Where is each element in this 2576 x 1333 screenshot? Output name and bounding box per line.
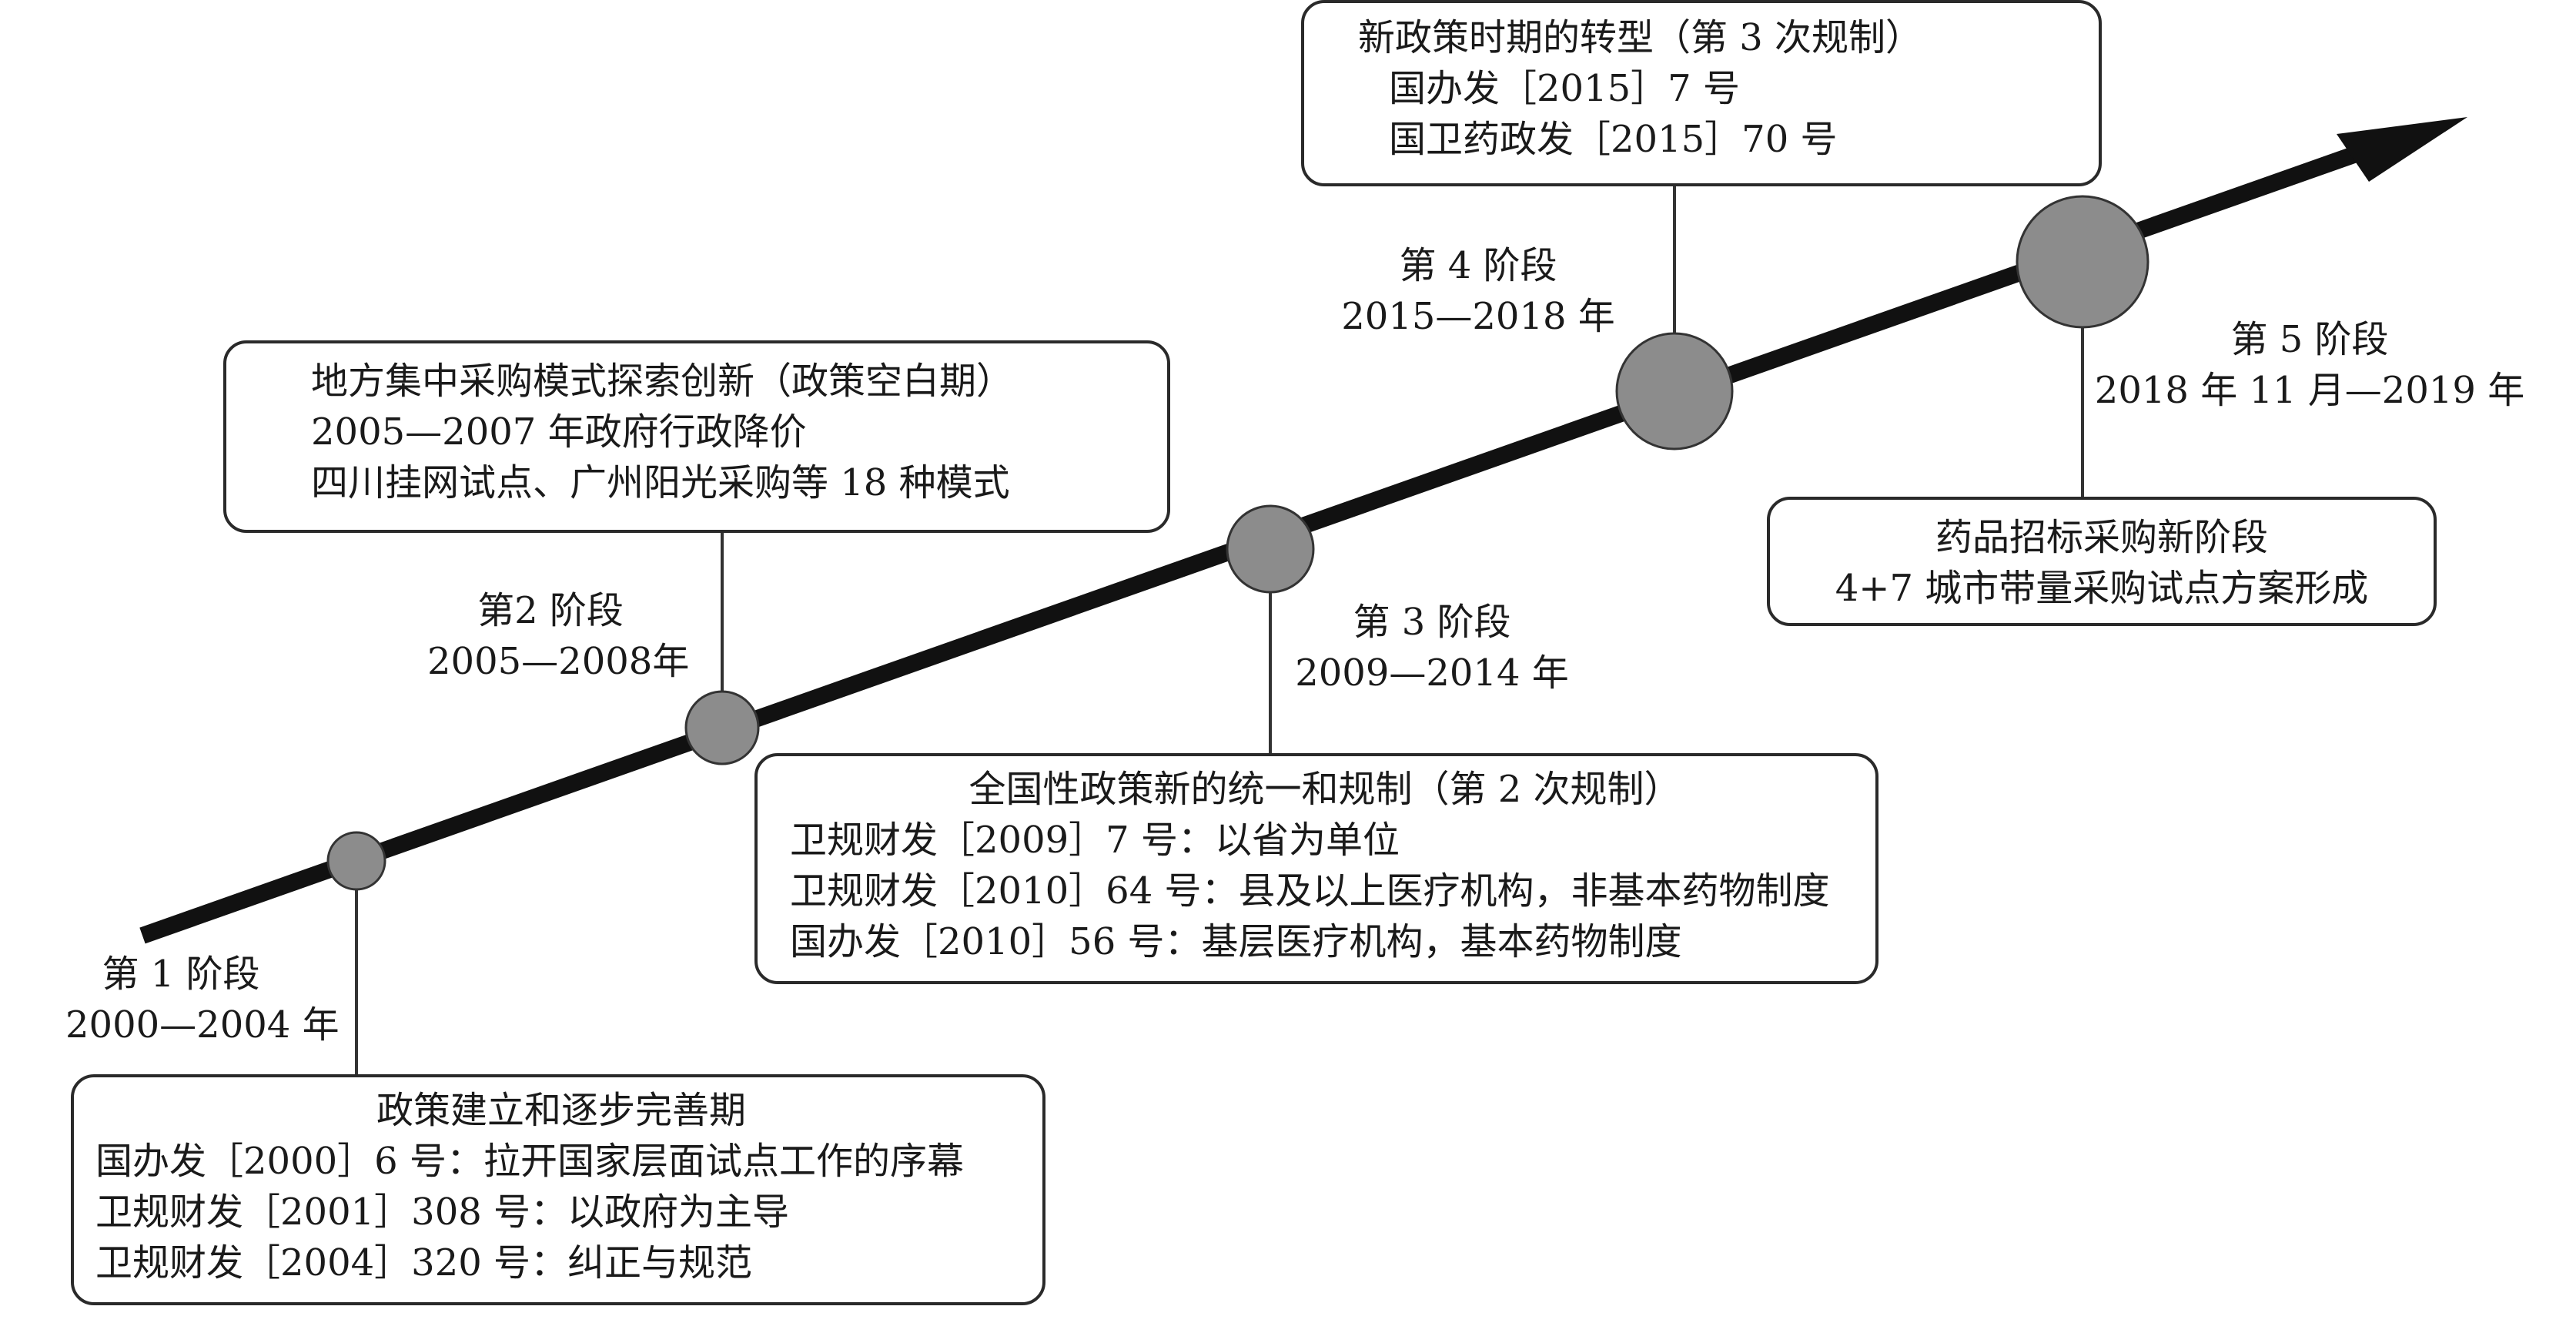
box-line: 卫规财发［2009］7 号：以省为单位 [790, 819, 1400, 862]
stage-label-5: 第 5 阶段 2018 年 11 月—2019 年 [2094, 314, 2525, 416]
box-title: 政策建立和逐步完善期 [376, 1089, 746, 1132]
box-line: 2005—2007 年政府行政降价 [311, 410, 807, 454]
box-line: 卫规财发［2001］308 号：以政府为主导 [95, 1191, 790, 1234]
box-line: 国办发［2010］56 号：基层医疗机构，基本药物制度 [790, 920, 1682, 963]
stage-period: 2015—2018 年 [1341, 295, 1615, 338]
box-line: 国办发［2000］6 号：拉开国家层面试点工作的序幕 [95, 1140, 964, 1183]
box-title: 全国性政策新的统一和规制（第 2 次规制） [969, 768, 1681, 811]
box-line: 卫规财发［2004］320 号：纠正与规范 [95, 1241, 753, 1284]
stage-node-3 [1226, 504, 1315, 594]
stage-name: 第 5 阶段 [2230, 318, 2389, 361]
stage-node-5 [2016, 195, 2149, 329]
box-title: 地方集中采购模式探索创新（政策空白期） [311, 360, 1014, 403]
stage-label-3: 第 3 阶段 2009—2014 年 [1293, 597, 1571, 698]
box-title: 新政策时期的转型（第 3 次规制） [1358, 16, 1923, 59]
stage-node-1 [326, 831, 386, 891]
stage-label-1: 第 1 阶段 2000—2004 年 [65, 949, 340, 1050]
stage-name: 第 4 阶段 [1399, 244, 1557, 287]
stage-period: 2009—2014 年 [1295, 651, 1569, 695]
stage-label-4: 第 4 阶段 2015—2018 年 [1340, 240, 1617, 342]
stage-box-2: 地方集中采购模式探索创新（政策空白期） 2005—2007 年政府行政降价 四川… [223, 340, 1170, 533]
box-line: 卫规财发［2010］64 号：县及以上医疗机构，非基本药物制度 [790, 869, 1830, 913]
stage-name: 第2 阶段 [477, 589, 624, 632]
stage-box-4: 新政策时期的转型（第 3 次规制） 国办发［2015］7 号 国卫药政发［201… [1301, 0, 2102, 186]
stage-box-1: 政策建立和逐步完善期 国办发［2000］6 号：拉开国家层面试点工作的序幕 卫规… [71, 1074, 1045, 1305]
stage-node-2 [684, 690, 760, 765]
stage-period: 2000—2004 年 [65, 1003, 340, 1047]
box-line: 国卫药政发［2015］70 号 [1389, 118, 1838, 161]
stage-label-2: 第2 阶段 2005—2008年 [427, 585, 690, 687]
stage-box-5: 药品招标采购新阶段 4+7 城市带量采购试点方案形成 [1767, 497, 2437, 626]
box-line: 四川挂网试点、广州阳光采购等 18 种模式 [311, 461, 1010, 504]
stage-node-4 [1615, 332, 1734, 450]
box-line: 国办发［2015］7 号 [1389, 67, 1740, 110]
stage-period: 2018 年 11 月—2019 年 [2094, 369, 2525, 412]
stage-period: 2005—2008年 [427, 640, 690, 683]
stage-name: 第 1 阶段 [102, 953, 260, 996]
stage-name: 第 3 阶段 [1353, 601, 1511, 644]
box-title: 药品招标采购新阶段 [1935, 516, 2268, 559]
timeline-arrow-head [2337, 117, 2467, 182]
box-line: 4+7 城市带量采购试点方案形成 [1835, 567, 2369, 610]
stage-box-3: 全国性政策新的统一和规制（第 2 次规制） 卫规财发［2009］7 号：以省为单… [754, 753, 1878, 984]
